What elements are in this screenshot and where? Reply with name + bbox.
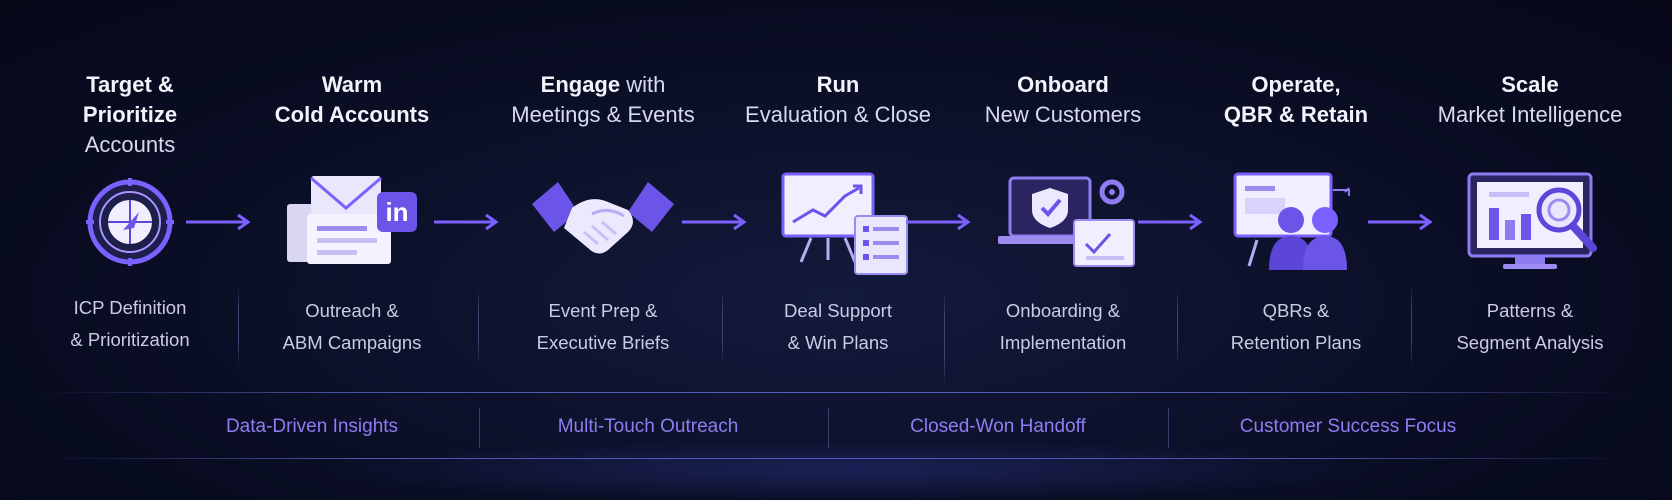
- stage-title: Onboard New Customers: [943, 70, 1183, 130]
- stage-title-bold: Scale: [1501, 72, 1559, 97]
- stage-description: Deal Support & Win Plans: [718, 295, 958, 359]
- stage-title-inline: with: [620, 72, 666, 97]
- stage-desc-line: Retention Plans: [1230, 332, 1362, 353]
- stage-description: Onboarding & Implementation: [943, 295, 1183, 359]
- column-divider: [944, 285, 945, 391]
- stage-desc-line: Segment Analysis: [1456, 332, 1604, 353]
- stage-title-bold: Target & Prioritize: [82, 72, 178, 127]
- stage-desc-line: Event Prep &: [548, 300, 658, 321]
- team-meeting-icon: [1233, 172, 1350, 270]
- band-top-line: [40, 392, 1630, 393]
- flow-arrow-icon: [1138, 213, 1203, 231]
- stage-title-bold: Run: [816, 72, 860, 97]
- stage-desc-line: Implementation: [999, 332, 1127, 353]
- email-linkedin-icon: in: [287, 176, 417, 264]
- stage-title: Target & Prioritize Accounts: [10, 70, 250, 160]
- column-divider: [238, 285, 239, 367]
- flow-arrow-icon: [434, 213, 499, 231]
- stage-description: QBRs & Retention Plans: [1176, 295, 1416, 359]
- stage-desc-line: ABM Campaigns: [282, 332, 422, 353]
- stage-description: Event Prep & Executive Briefs: [483, 295, 723, 359]
- stage-title: Scale Market Intelligence: [1410, 70, 1650, 130]
- band-label-handoff: Closed-Won Handoff: [910, 416, 1086, 437]
- stage-desc-line: & Win Plans: [787, 332, 889, 353]
- stage-desc-line: Executive Briefs: [536, 332, 670, 353]
- band-divider: [479, 408, 480, 448]
- stage-title-bold: Engage: [540, 72, 621, 97]
- stage-description: Outreach & ABM Campaigns: [232, 295, 472, 359]
- stage-desc-line: QBRs &: [1262, 300, 1330, 321]
- laptop-shield-icon: [998, 176, 1135, 267]
- flow-arrow-icon: [1368, 213, 1433, 231]
- band-glow: [300, 440, 1400, 500]
- stage-title-light: Market Intelligence: [1437, 102, 1623, 127]
- band-divider: [828, 408, 829, 448]
- stage-desc-line: Onboarding &: [1005, 300, 1121, 321]
- band-bottom-line: [40, 458, 1630, 459]
- stage-title-bold: Onboard: [1017, 72, 1109, 97]
- stage-title-bold: Warm Cold Accounts: [274, 72, 430, 127]
- target-compass-icon: [86, 178, 174, 266]
- band-divider: [1168, 408, 1169, 448]
- column-divider: [722, 285, 723, 367]
- stage-title: Engage with Meetings & Events: [483, 70, 723, 130]
- band-label-insights: Data-Driven Insights: [225, 416, 399, 437]
- stage-title-light: Accounts: [84, 132, 176, 157]
- stage-desc-line: & Prioritization: [70, 329, 190, 350]
- band-label-success: Customer Success Focus: [1239, 416, 1457, 437]
- stage-title: Operate, QBR & Retain: [1176, 70, 1416, 130]
- column-divider: [478, 285, 479, 367]
- stage-title: Warm Cold Accounts: [232, 70, 472, 130]
- svg-text:in: in: [385, 197, 408, 227]
- stage-title-light: Evaluation & Close: [745, 102, 931, 127]
- stage-title-light: Meetings & Events: [511, 102, 695, 127]
- analytics-magnifier-icon: [1467, 172, 1597, 269]
- stage-title: Run Evaluation & Close: [718, 70, 958, 130]
- presentation-board-icon: [781, 172, 908, 275]
- column-divider: [1411, 285, 1412, 367]
- stage-description: ICP Definition & Prioritization: [10, 292, 250, 356]
- handshake-icon: [532, 182, 674, 254]
- band-label-outreach: Multi-Touch Outreach: [557, 416, 739, 437]
- column-divider: [1177, 285, 1178, 367]
- stage-desc-line: ICP Definition: [73, 297, 187, 318]
- stage-title-light: New Customers: [984, 102, 1142, 127]
- stage-title-bold: Operate, QBR & Retain: [1223, 72, 1369, 127]
- stage-desc-line: Outreach &: [305, 300, 399, 321]
- flow-arrow-icon: [906, 213, 971, 231]
- stage-desc-line: Deal Support: [784, 300, 892, 321]
- flow-arrow-icon: [186, 213, 251, 231]
- flow-arrow-icon: [682, 213, 747, 231]
- stage-desc-line: Patterns &: [1486, 300, 1574, 321]
- stage-description: Patterns & Segment Analysis: [1410, 295, 1650, 359]
